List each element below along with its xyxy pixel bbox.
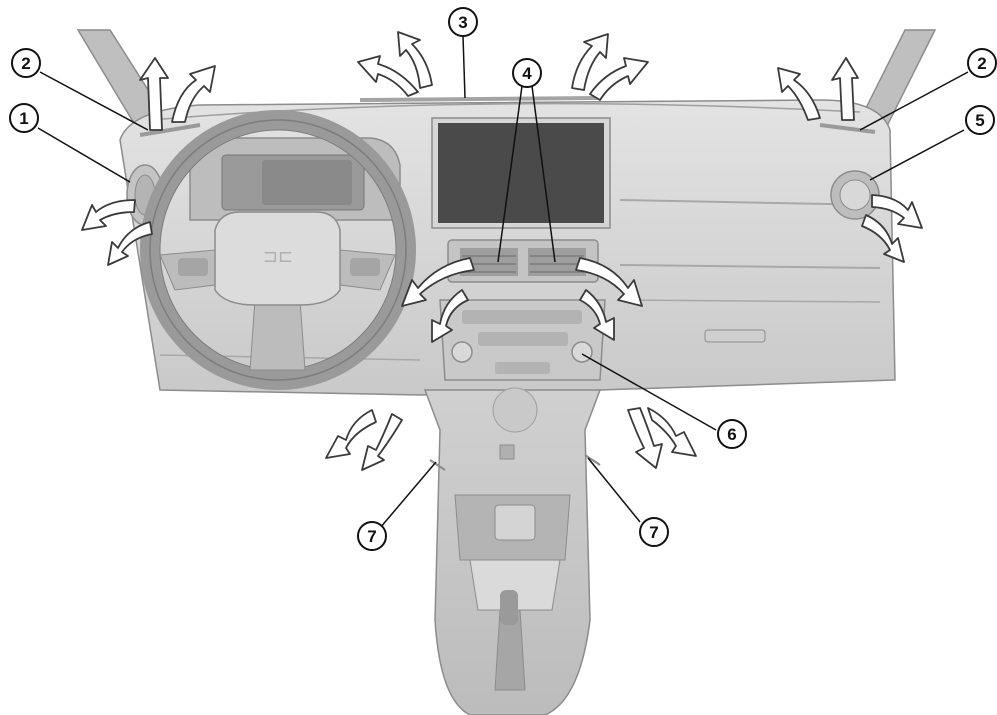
svg-text:7: 7 bbox=[649, 523, 658, 542]
svg-text:⊐⊏: ⊐⊏ bbox=[263, 246, 293, 266]
svg-text:4: 4 bbox=[522, 64, 532, 83]
airflow-arrow bbox=[82, 200, 135, 230]
callout-4: 4 bbox=[513, 59, 541, 87]
svg-text:2: 2 bbox=[977, 54, 986, 73]
leader-line bbox=[463, 36, 465, 98]
callout-6: 6 bbox=[718, 420, 746, 448]
callout-2-left: 2 bbox=[12, 49, 40, 77]
svg-text:7: 7 bbox=[367, 527, 376, 546]
leader-line bbox=[38, 128, 130, 182]
svg-text:3: 3 bbox=[458, 13, 467, 32]
svg-text:1: 1 bbox=[19, 109, 28, 128]
callout-7-left: 7 bbox=[358, 522, 386, 550]
centre-console bbox=[425, 388, 600, 715]
leader-line bbox=[588, 458, 640, 522]
leader-line bbox=[380, 462, 436, 528]
callout-5: 5 bbox=[966, 106, 994, 134]
svg-text:2: 2 bbox=[21, 54, 30, 73]
callout-3: 3 bbox=[449, 8, 477, 36]
multimedia-screen bbox=[432, 118, 610, 228]
callout-7-right: 7 bbox=[640, 518, 668, 546]
callout-1: 1 bbox=[10, 104, 38, 132]
svg-text:6: 6 bbox=[727, 425, 736, 444]
windscreen-demist-vent bbox=[360, 98, 600, 100]
airflow-arrow bbox=[590, 58, 648, 100]
airflow-arrow bbox=[358, 56, 418, 96]
callout-2-right: 2 bbox=[968, 49, 996, 77]
climate-control-panel bbox=[440, 300, 605, 380]
svg-text:5: 5 bbox=[975, 111, 984, 130]
